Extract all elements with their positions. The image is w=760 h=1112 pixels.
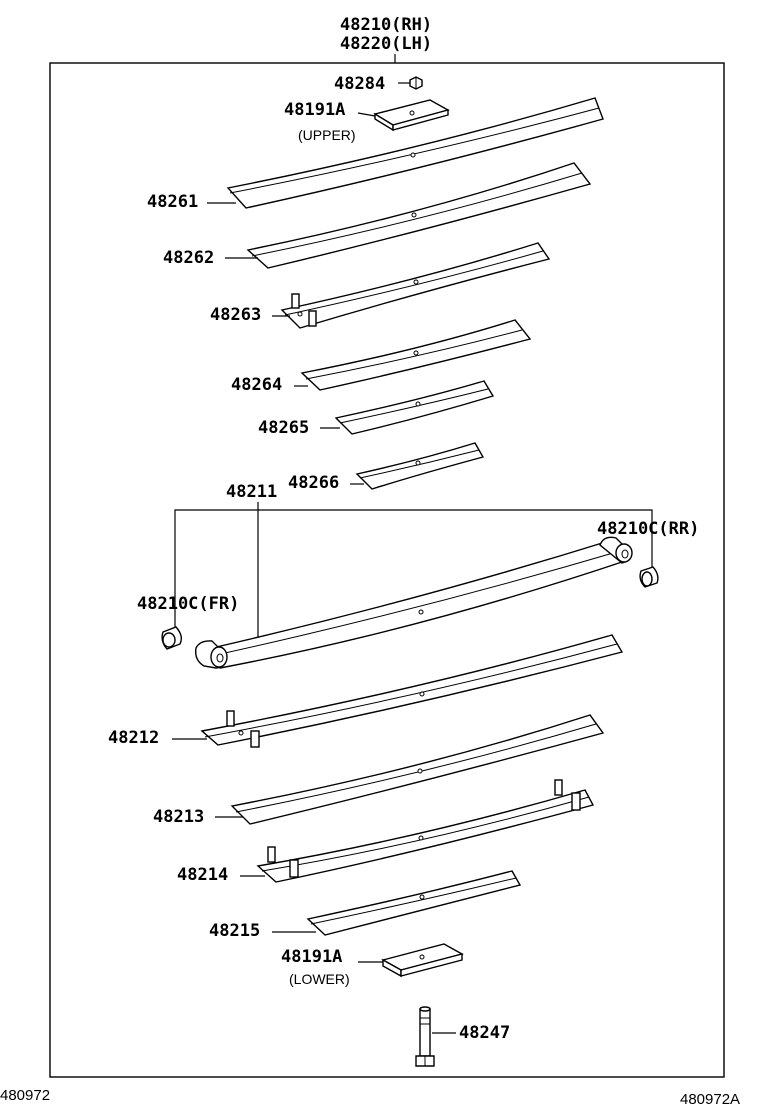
leaf-48261 (226, 97, 604, 209)
seat-lower-note: (LOWER) (289, 971, 350, 987)
leaf-48266 (355, 442, 485, 490)
leaf-48214 (256, 779, 595, 883)
leaf-48264-label: 48264 (231, 375, 283, 395)
leaf-48266-label: 48266 (288, 473, 340, 493)
leaf-48214-label: 48214 (177, 865, 229, 885)
bushing-rr (639, 566, 659, 588)
leaf-48261-label: 48261 (147, 192, 199, 212)
leaf-48263-label: 48263 (210, 305, 262, 325)
nut-48284 (409, 76, 423, 90)
assembly-rh-label: 48210(RH) (340, 15, 433, 35)
center-bolt-48247 (415, 1006, 435, 1067)
leaf-48213-label: 48213 (153, 807, 205, 827)
seat-lower-48191a (381, 943, 464, 978)
footer-right-code: 480972A (680, 1091, 741, 1108)
leaf-48264 (300, 319, 532, 391)
center-bolt-label: 48247 (459, 1023, 511, 1043)
bushing-fr-label: 48210C(FR) (137, 594, 240, 614)
leaf-48212-label: 48212 (108, 728, 160, 748)
leaf-48262-label: 48262 (163, 248, 215, 268)
main-leaf-48211 (194, 536, 633, 669)
leaf-48212 (200, 634, 624, 748)
leaf-48263 (280, 242, 551, 329)
seat-upper-note: (UPPER) (298, 127, 356, 143)
leaf-48213 (230, 714, 605, 825)
footer-left-code: 480972 (0, 1087, 51, 1104)
bushing-rr-label: 48210C(RR) (597, 519, 700, 539)
leaf-48262 (246, 162, 592, 269)
leaf-48265-label: 48265 (258, 418, 310, 438)
leaf-48215-label: 48215 (209, 921, 261, 941)
assembly-frame (49, 62, 725, 1078)
bushing-fr (161, 626, 183, 650)
nut-label: 48284 (334, 74, 386, 94)
seat-lower-label: 48191A (281, 947, 343, 967)
seat-upper-label: 48191A (284, 100, 346, 120)
assembly-lh-label: 48220(LH) (340, 34, 433, 54)
leaf-48215 (306, 870, 522, 936)
leaf-48265 (334, 380, 495, 435)
main-leaf-label: 48211 (226, 482, 278, 502)
seat-upper-48191a (373, 99, 450, 132)
